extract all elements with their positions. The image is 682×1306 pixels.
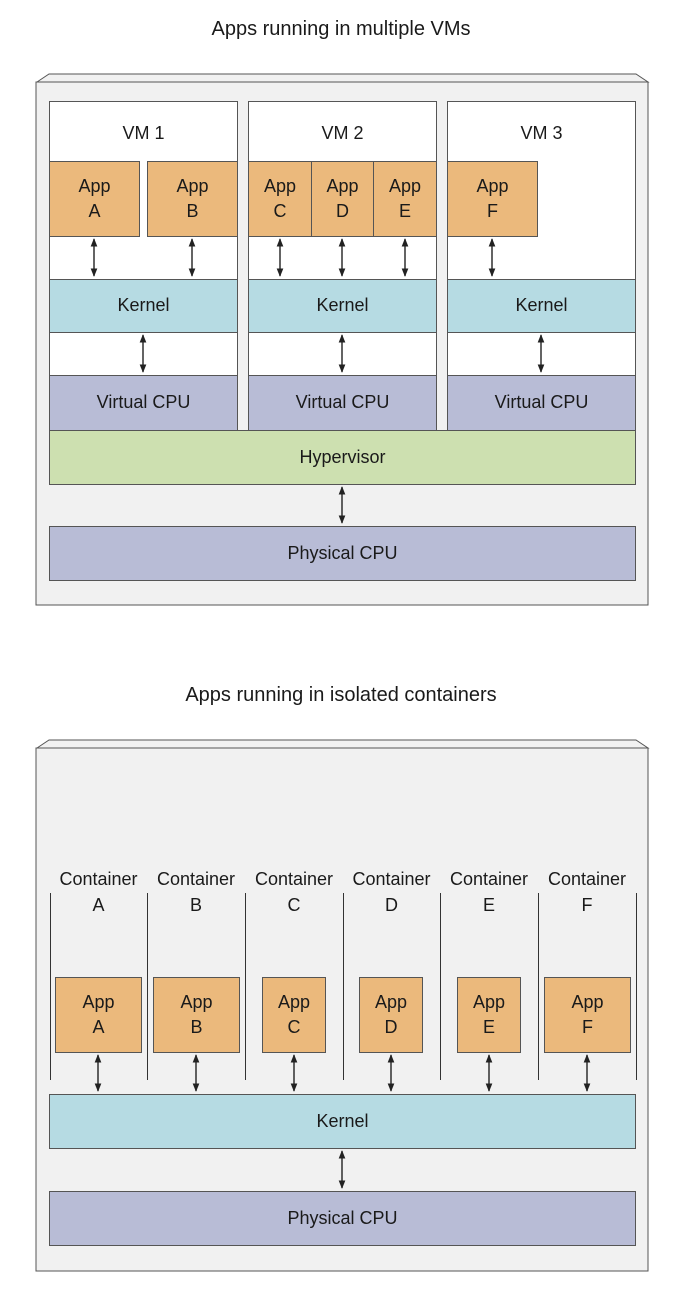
vm-3-kernel: Kernel <box>447 279 636 333</box>
hypervisor: Hypervisor <box>49 430 636 485</box>
container-divider <box>50 893 51 1080</box>
container-physical-cpu: Physical CPU <box>49 1191 636 1246</box>
container-divider <box>245 893 246 1080</box>
vm-diagram-title: Apps running in multiple VMs <box>211 18 471 40</box>
container-divider <box>538 893 539 1080</box>
container-diagram-title: Apps running in isolated containers <box>185 684 497 706</box>
container-divider <box>343 893 344 1080</box>
vm-2-kernel: Kernel <box>248 279 437 333</box>
vm-physical-cpu: Physical CPU <box>49 526 636 581</box>
vm-2-label: VM 2 <box>321 123 364 143</box>
vm-2-virtual-cpu: Virtual CPU <box>248 375 437 431</box>
vm-3-virtual-cpu: Virtual CPU <box>447 375 636 431</box>
vm-3-label: VM 3 <box>520 123 563 143</box>
vm-1-kernel: Kernel <box>49 279 238 333</box>
container-divider <box>636 893 637 1080</box>
vm-1-virtual-cpu: Virtual CPU <box>49 375 238 431</box>
container-divider <box>147 893 148 1080</box>
vm-1-label: VM 1 <box>122 123 165 143</box>
container-divider <box>440 893 441 1080</box>
container-kernel: Kernel <box>49 1094 636 1149</box>
